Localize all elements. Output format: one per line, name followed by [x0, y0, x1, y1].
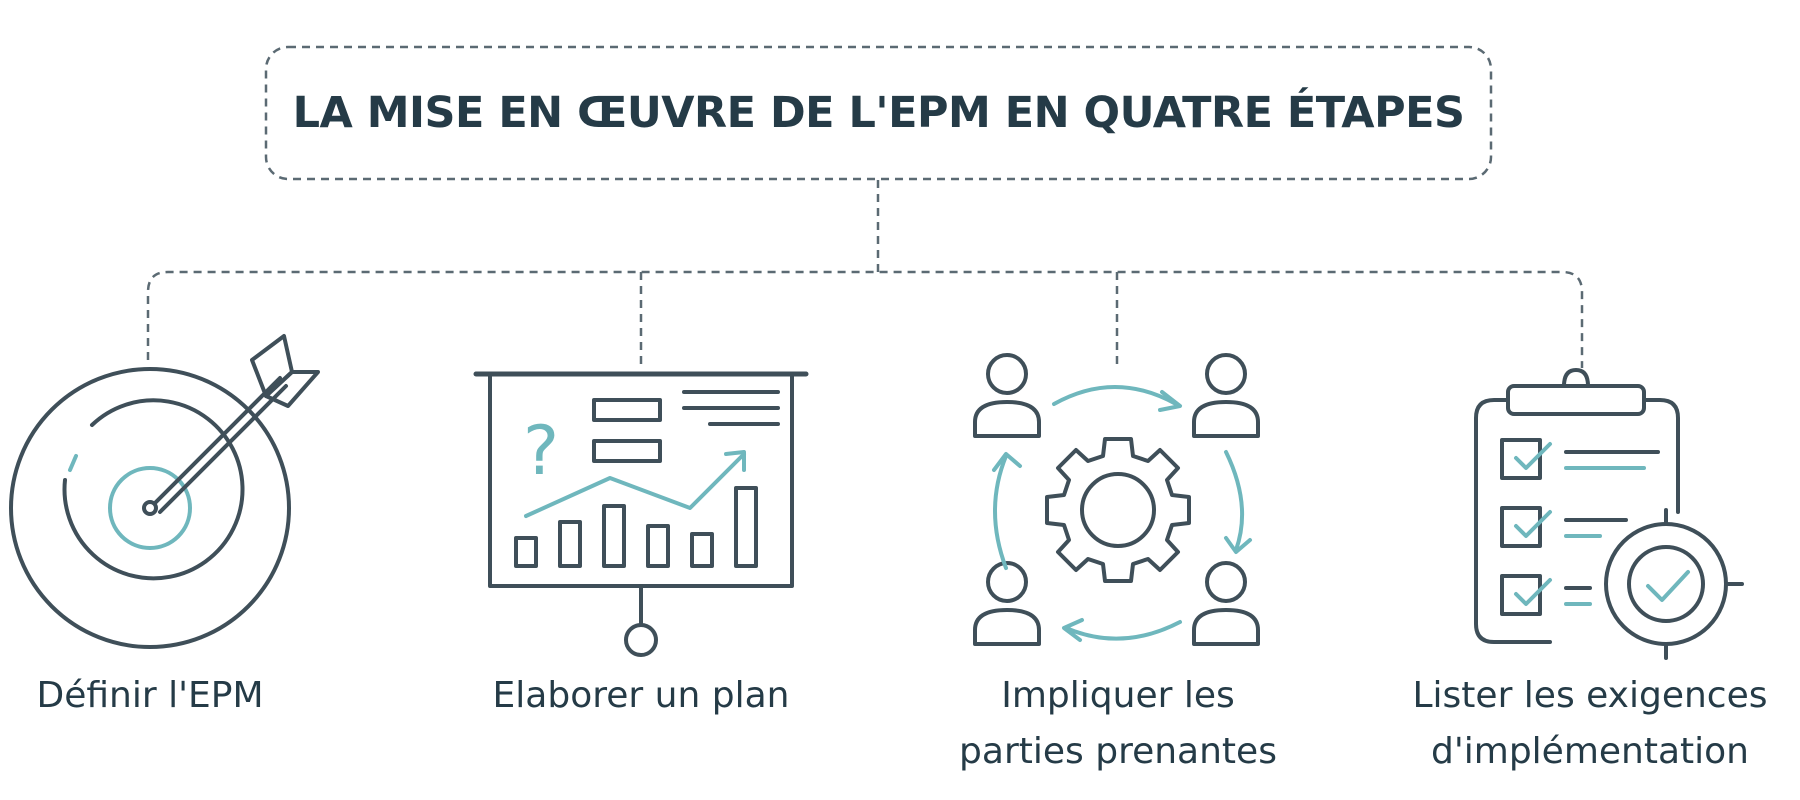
- cycle-arrow-top: [1052, 385, 1178, 406]
- clipboard-clip: [1506, 384, 1646, 416]
- checkbox-3: [1500, 574, 1542, 616]
- arrow-shaft: [148, 376, 282, 510]
- check-target-icon: [1604, 508, 1744, 660]
- cycle-arrow-bottom: [1064, 620, 1182, 641]
- question-mark-icon: ?: [523, 412, 559, 491]
- gear-icon: [1045, 437, 1191, 583]
- person-icon-bottom-left: [973, 561, 1041, 646]
- cycle-arrow-left: [993, 454, 1008, 570]
- chart-bar-5: [690, 532, 714, 568]
- clipboard-checklist-icon: [1474, 368, 1744, 660]
- chart-bar-4: [646, 524, 670, 568]
- clipboard-body: [1474, 398, 1680, 644]
- step-label-2: Elaborer un plan: [431, 668, 851, 724]
- cycle-arrow-top-head: [1158, 390, 1182, 412]
- cycle-arrow-bottom-head: [1062, 618, 1084, 642]
- step-label-1: Définir l'EPM: [0, 668, 360, 724]
- trend-line: [524, 452, 746, 518]
- step-label-4-line-2: d'implémentation: [1431, 731, 1749, 772]
- chart-bar-2: [558, 520, 582, 568]
- title-box: LA MISE EN ŒUVRE DE L'EPM EN QUATRE ÉTAP…: [266, 47, 1491, 179]
- arrow-shaft-inner: [158, 384, 288, 514]
- cycle-arrows: [992, 385, 1252, 642]
- person-icon-top-left: [973, 353, 1041, 438]
- checkbox-1: [1500, 438, 1542, 480]
- board-stand-foot: [624, 623, 658, 657]
- presentation-board-icon: ?: [473, 371, 809, 657]
- clipboard-clip-ring: [1562, 368, 1590, 388]
- checkmark-2: [1514, 510, 1552, 538]
- cycle-arrow-left-head: [992, 452, 1022, 472]
- cycle-arrow-right: [1224, 450, 1245, 552]
- target-arrow-icon: [9, 334, 320, 649]
- chart-bar-3: [602, 504, 626, 568]
- connector-bar: [146, 270, 1584, 368]
- trend-arrow-head: [724, 450, 746, 472]
- cycle-arrow-right-head: [1224, 536, 1252, 554]
- target-outer-ring: [9, 367, 291, 649]
- target-inner-ring: [108, 466, 192, 550]
- person-icon-bottom-right: [1192, 561, 1260, 646]
- board-label-rect-2: [592, 439, 662, 463]
- board-label-rect-1: [592, 398, 662, 422]
- chart-bar-1: [514, 536, 538, 568]
- diagram-title: LA MISE EN ŒUVRE DE L'EPM EN QUATRE ÉTAP…: [292, 88, 1465, 138]
- step-label-4: Lister les exigences d'implémentation: [1380, 668, 1800, 780]
- checkmark-3: [1514, 578, 1552, 606]
- connector-lines: [146, 180, 1584, 368]
- stakeholders-cycle-icon: [973, 353, 1260, 646]
- step-label-3-line-1: Impliquer les: [1001, 675, 1235, 716]
- person-icon-top-right: [1192, 353, 1260, 438]
- checkbox-2: [1500, 506, 1542, 548]
- title-box-border: [264, 45, 1493, 181]
- step-label-3: Impliquer les parties prenantes: [908, 668, 1328, 780]
- target-middle-ring-dash: [68, 454, 78, 472]
- chart-bar-6: [734, 486, 758, 568]
- checkmark-1: [1514, 442, 1552, 470]
- target-middle-ring: [62, 398, 245, 581]
- step-label-3-line-2: parties prenantes: [959, 731, 1277, 772]
- arrow-fletch-bottom: [264, 370, 320, 408]
- arrow-tip: [142, 500, 158, 516]
- step-label-2-line-1: Elaborer un plan: [492, 675, 790, 716]
- step-label-1-line-1: Définir l'EPM: [36, 675, 264, 716]
- step-label-4-line-1: Lister les exigences: [1412, 675, 1768, 716]
